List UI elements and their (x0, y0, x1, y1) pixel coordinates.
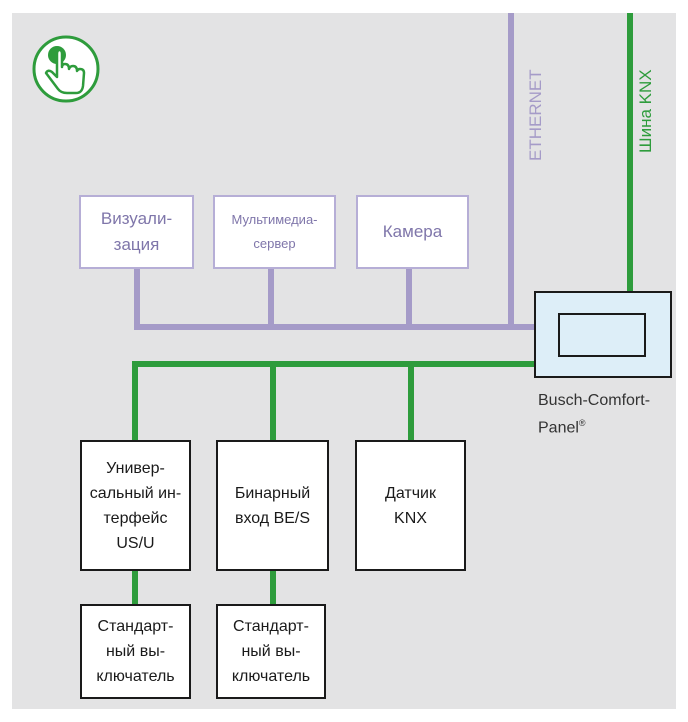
ethernet-drop-camera (406, 268, 412, 330)
registered-mark: ® (578, 418, 586, 428)
hand-touch-icon (32, 35, 100, 103)
universal-interface-label: Универ- сальный ин- терфейс US/U (89, 459, 182, 552)
ethernet-drop-multimedia (268, 268, 274, 330)
visualization-label: Визуали- зация (100, 209, 173, 254)
standard-switch-label-1: Стандарт- ный вы- ключатель (96, 618, 175, 685)
visualization-box[interactable]: Визуали- зация (79, 195, 194, 269)
comfort-panel[interactable] (534, 291, 672, 378)
knx-drop-universal (132, 361, 138, 441)
knx-link-binary-switch (270, 569, 276, 605)
standard-switch-label-2: Стандарт- ный вы- ключатель (231, 618, 311, 685)
panel-screen (558, 313, 646, 357)
knx-drop-sensor (408, 361, 414, 441)
knx-bus-vertical (627, 13, 633, 293)
ethernet-bus-vertical (508, 13, 514, 330)
panel-label: Busch-Comfort- Panel® (538, 392, 651, 437)
standard-switch-box-1[interactable]: Стандарт- ный вы- ключатель (80, 604, 191, 699)
knx-sensor-box[interactable]: Датчик KNX (355, 440, 466, 571)
camera-label: Камера (382, 222, 443, 241)
ethernet-drop-visualization (134, 268, 140, 330)
universal-interface-box[interactable]: Универ- сальный ин- терфейс US/U (80, 440, 191, 571)
ethernet-bus-horizontal (134, 324, 536, 330)
camera-box[interactable]: Камера (356, 195, 469, 269)
multimedia-server-label: Мультимедиа- сервер (231, 212, 318, 251)
knx-bus-horizontal (132, 361, 536, 367)
standard-switch-box-2[interactable]: Стандарт- ный вы- ключатель (216, 604, 326, 699)
multimedia-server-box[interactable]: Мультимедиа- сервер (213, 195, 336, 269)
knx-drop-binary (270, 361, 276, 441)
binary-input-label: Бинарный вход BE/S (234, 484, 311, 527)
ethernet-label: ETHERNET (526, 69, 545, 161)
network-diagram: ETHERNET Шина KNX Визуали- зация Мультим… (12, 13, 676, 709)
knx-sensor-label: Датчик KNX (385, 484, 436, 527)
knx-bus-label: Шина KNX (636, 69, 655, 153)
binary-input-box[interactable]: Бинарный вход BE/S (216, 440, 329, 571)
knx-link-universal-switch (132, 569, 138, 605)
